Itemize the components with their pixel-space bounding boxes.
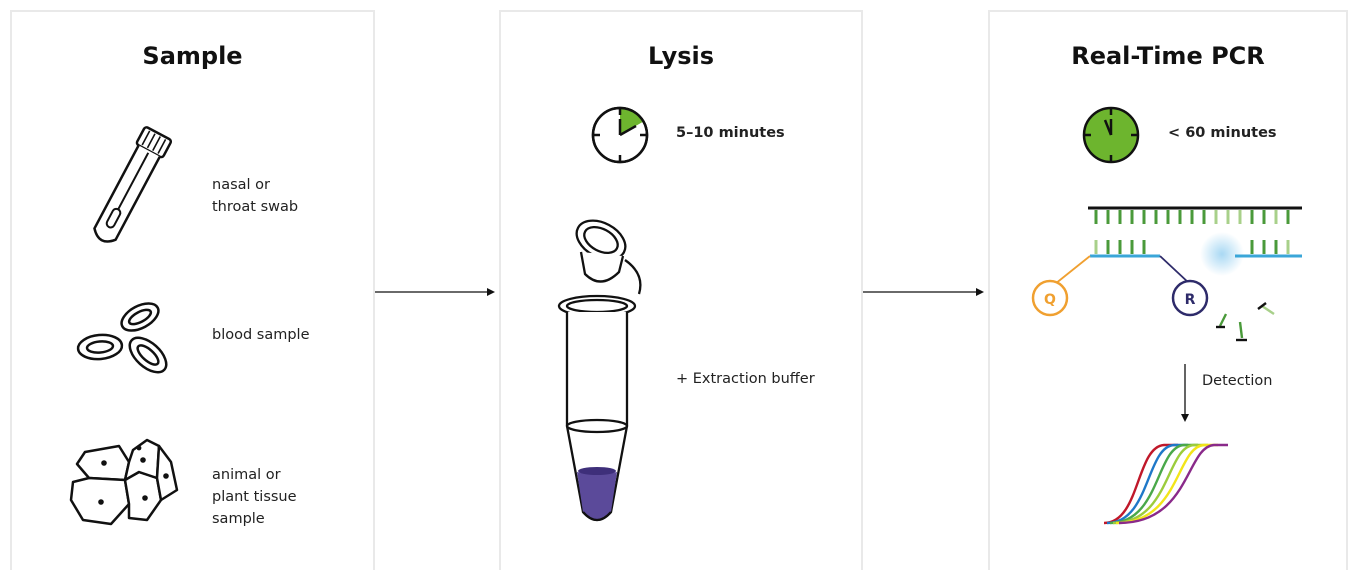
blood-label: blood sample — [212, 324, 310, 346]
arrow-sample-to-lysis — [372, 285, 497, 299]
detection-label: Detection — [1202, 370, 1272, 392]
tissue-cells-icon — [67, 432, 182, 537]
pcr-title: Real-Time PCR — [990, 42, 1346, 70]
dna-probe-icon: Q R — [1030, 202, 1310, 352]
quencher-label: Q — [1044, 292, 1056, 308]
sample-title: Sample — [12, 42, 373, 70]
swab-label: nasal or throat swab — [212, 174, 298, 218]
tube-icon — [553, 212, 663, 532]
sample-panel: Sample nasal or throat swab blood sample — [10, 10, 375, 570]
clock-icon — [590, 105, 650, 165]
amplification-curve — [1104, 445, 1178, 523]
lysis-time-label: 5–10 minutes — [676, 122, 785, 144]
arrow-down-icon — [1178, 364, 1192, 424]
tissue-label: animal or plant tissue sample — [212, 464, 297, 530]
arrow-lysis-to-pcr — [861, 285, 986, 299]
lysis-panel: Lysis 5–10 minutes + Extraction buff — [499, 10, 863, 570]
buffer-label: + Extraction buffer — [676, 368, 815, 390]
reporter-label: R — [1185, 292, 1196, 308]
blood-cells-icon — [72, 297, 182, 382]
amplification-curves-icon — [1100, 437, 1250, 527]
lysis-title: Lysis — [501, 42, 861, 70]
swab-tube-icon — [74, 122, 184, 257]
pcr-panel: Real-Time PCR < 60 minutes — [988, 10, 1348, 570]
clock-full-icon — [1081, 105, 1141, 165]
pcr-time-label: < 60 minutes — [1168, 122, 1277, 144]
